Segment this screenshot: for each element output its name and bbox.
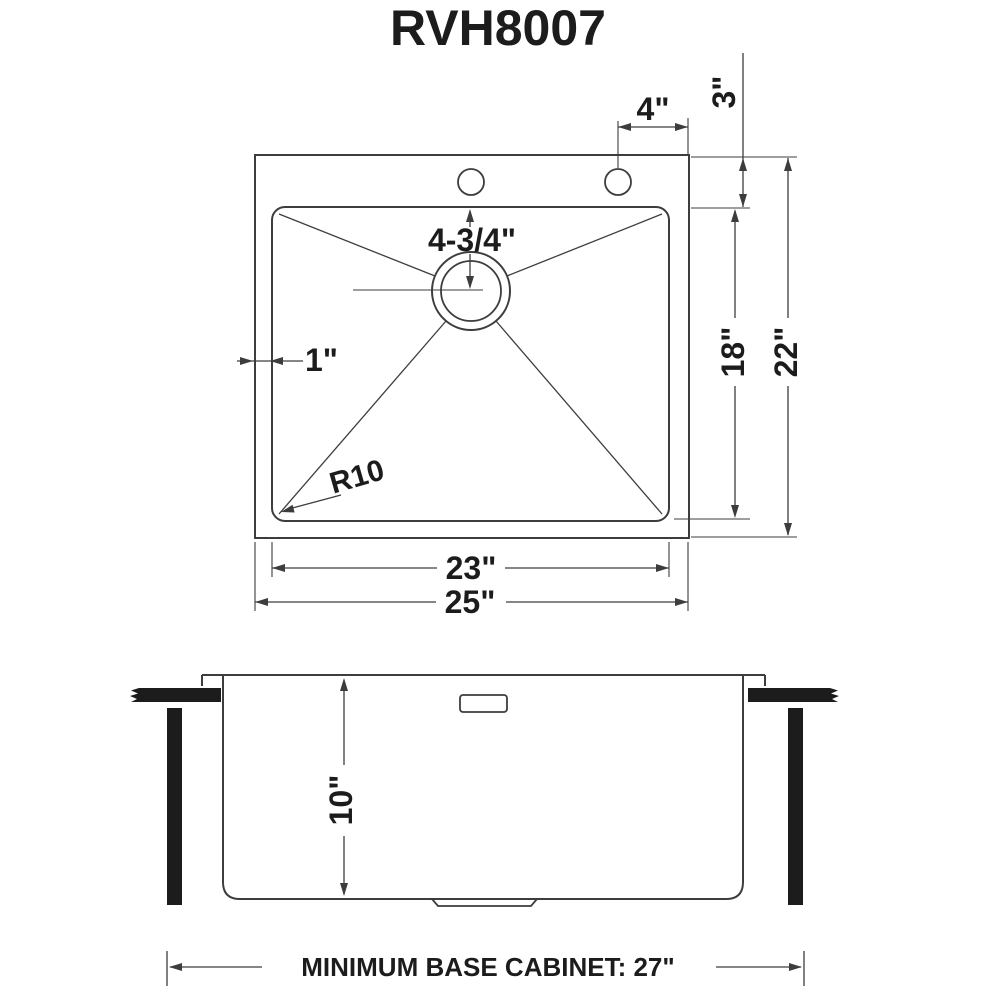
dim-label-overall-front-back: 22" xyxy=(768,327,804,378)
cabinet-side-left xyxy=(167,708,182,905)
dim-label-bowl-depth: 10" xyxy=(323,775,359,826)
dim-label-deck-depth: 3" xyxy=(706,76,742,109)
drain-outer-circle xyxy=(431,251,511,331)
dimension-drain-offset: 4-3/4" xyxy=(428,209,516,289)
arrowhead-up xyxy=(340,678,348,691)
bowl-outline xyxy=(271,206,670,522)
drain-inner-circle xyxy=(440,260,502,322)
arrowhead-left xyxy=(272,564,285,572)
arrowhead-down xyxy=(784,523,792,536)
dim-label-rim-width: 1" xyxy=(305,342,338,378)
dimension-overall-front-back: 22" xyxy=(691,158,804,538)
bowl-slope-lines xyxy=(278,213,663,515)
dimension-bowl-depth: 10" xyxy=(323,678,359,896)
dimension-overall-width: 25" xyxy=(254,542,689,620)
arrowhead-right xyxy=(789,963,802,971)
arrowhead-left xyxy=(255,598,268,606)
arrowhead-up xyxy=(784,158,792,171)
arrowhead-up xyxy=(731,209,739,222)
cabinet-side-right xyxy=(788,708,803,905)
dim-label-bowl-width: 23" xyxy=(446,550,497,586)
model-title: RVH8007 xyxy=(390,0,606,56)
arrowhead-left xyxy=(618,123,631,131)
dimension-bowl-width: 23" xyxy=(271,542,670,586)
overflow-opening xyxy=(459,694,508,713)
dim-label-faucet-to-edge: 4" xyxy=(637,91,670,127)
callout-corner-radius: R10 xyxy=(281,454,388,513)
dim-label-bowl-front-back: 18" xyxy=(715,327,751,378)
arrowhead-leader xyxy=(281,504,295,513)
base-cabinet-label: MINIMUM BASE CABINET: 27" xyxy=(301,952,674,982)
arrowhead-down xyxy=(340,883,348,896)
arrowhead-right xyxy=(675,123,688,131)
arrowhead-down xyxy=(466,276,474,289)
dim-label-drain-offset: 4-3/4" xyxy=(428,222,516,258)
arrowhead-down xyxy=(731,505,739,518)
sink-rim-outline xyxy=(254,154,690,539)
drain-fitting xyxy=(431,898,538,907)
arrowhead-right xyxy=(675,598,688,606)
arrowhead-right xyxy=(240,357,253,365)
arrowhead-up xyxy=(739,158,747,171)
arrowhead-left xyxy=(270,357,283,365)
dim-label-corner-radius: R10 xyxy=(326,454,388,501)
dimension-faucet-to-edge: 4" xyxy=(617,91,689,168)
dimension-base-cabinet: MINIMUM BASE CABINET: 27" xyxy=(166,951,805,986)
dimension-bowl-front-back: 18" xyxy=(674,209,751,520)
bowl-body-outline xyxy=(222,675,744,900)
dim-label-overall-width: 25" xyxy=(445,584,496,620)
countertop-right xyxy=(748,688,839,702)
arrowhead-right xyxy=(656,564,669,572)
arrowhead-down xyxy=(739,194,747,207)
arrowhead-left xyxy=(169,963,182,971)
top-view-drawing: 4-3/4" 4" 3" 1" xyxy=(237,53,804,620)
dimension-deck-depth: 3" xyxy=(691,53,797,209)
countertop-left xyxy=(130,688,221,702)
arrowhead-up xyxy=(466,209,474,222)
rim-flange xyxy=(201,674,766,686)
faucet-hole-right xyxy=(604,168,632,196)
faucet-hole-center xyxy=(457,168,485,196)
side-view-drawing: 10" MINIMUM BASE CABINET: 27" xyxy=(130,674,839,986)
dimension-rim-width: 1" xyxy=(237,342,338,378)
